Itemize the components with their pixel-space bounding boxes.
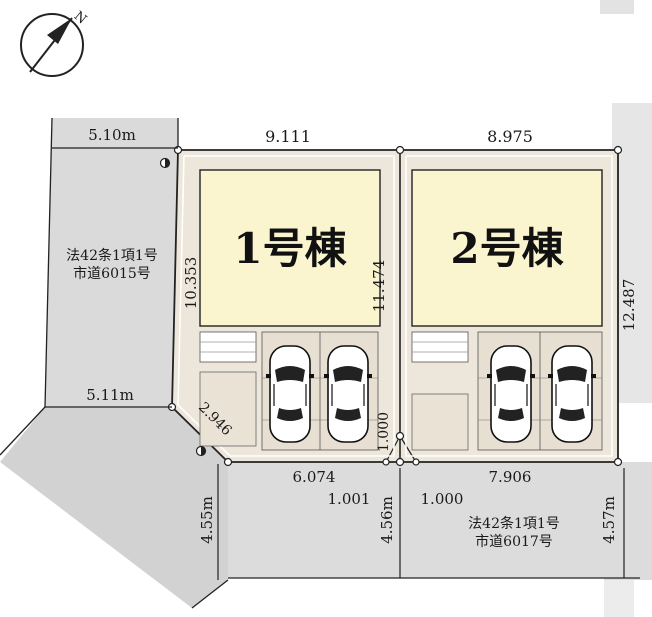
south-road-label-line2: 市道6017号 (475, 533, 553, 550)
boundary-pin-icon (159, 157, 171, 169)
dim-road-depth-right: 4.57m (600, 496, 618, 544)
entrance-steps-1 (199, 331, 257, 363)
dim-road-mid-left: 5.11m (86, 386, 134, 404)
dim-divider-short: 1.000 (376, 412, 392, 452)
dim-cut-right: 1.000 (421, 490, 464, 508)
building-2-label: 2号棟 (450, 224, 564, 273)
garden-2 (411, 393, 469, 451)
dim-lot1-top: 9.111 (265, 127, 311, 146)
dim-lot2-right: 12.487 (620, 279, 638, 332)
west-road (45, 118, 178, 407)
garden-1 (199, 371, 257, 447)
edge-strip-top (600, 0, 634, 14)
north-label: N (71, 9, 89, 28)
boundary-pin-icon (195, 445, 207, 457)
west-road-label-line1: 法42条1項1号 (66, 247, 158, 264)
dim-cut-left: 1.001 (328, 490, 371, 508)
dim-lot1-left: 10.353 (182, 257, 200, 310)
car-icon (323, 345, 373, 443)
entrance-steps-2 (411, 331, 469, 363)
building-1 (199, 169, 381, 327)
car-icon (486, 345, 536, 443)
dim-top-left-road: 5.10m (88, 126, 136, 144)
west-road-label-line2: 市道6015号 (73, 265, 151, 282)
dim-bottom-left: 6.074 (293, 468, 336, 486)
south-road-label-line1: 法42条1項1号 (468, 515, 560, 532)
south-road (228, 462, 640, 578)
southwest-road (0, 407, 228, 608)
compass-icon: N (20, 9, 89, 77)
car-icon (547, 345, 597, 443)
survey-markers (167, 145, 623, 467)
building-2 (411, 169, 603, 327)
dim-road-depth-left: 4.55m (198, 496, 216, 544)
dim-bottom-right: 7.906 (489, 468, 532, 486)
car-icon (265, 345, 315, 443)
dim-lot2-top: 8.975 (487, 127, 533, 146)
building-1-label: 1号棟 (233, 224, 347, 273)
edge-strip-lower (604, 580, 634, 617)
dim-lot-divider: 11.474 (370, 260, 388, 313)
dim-road-depth-mid: 4.56m (378, 496, 396, 544)
